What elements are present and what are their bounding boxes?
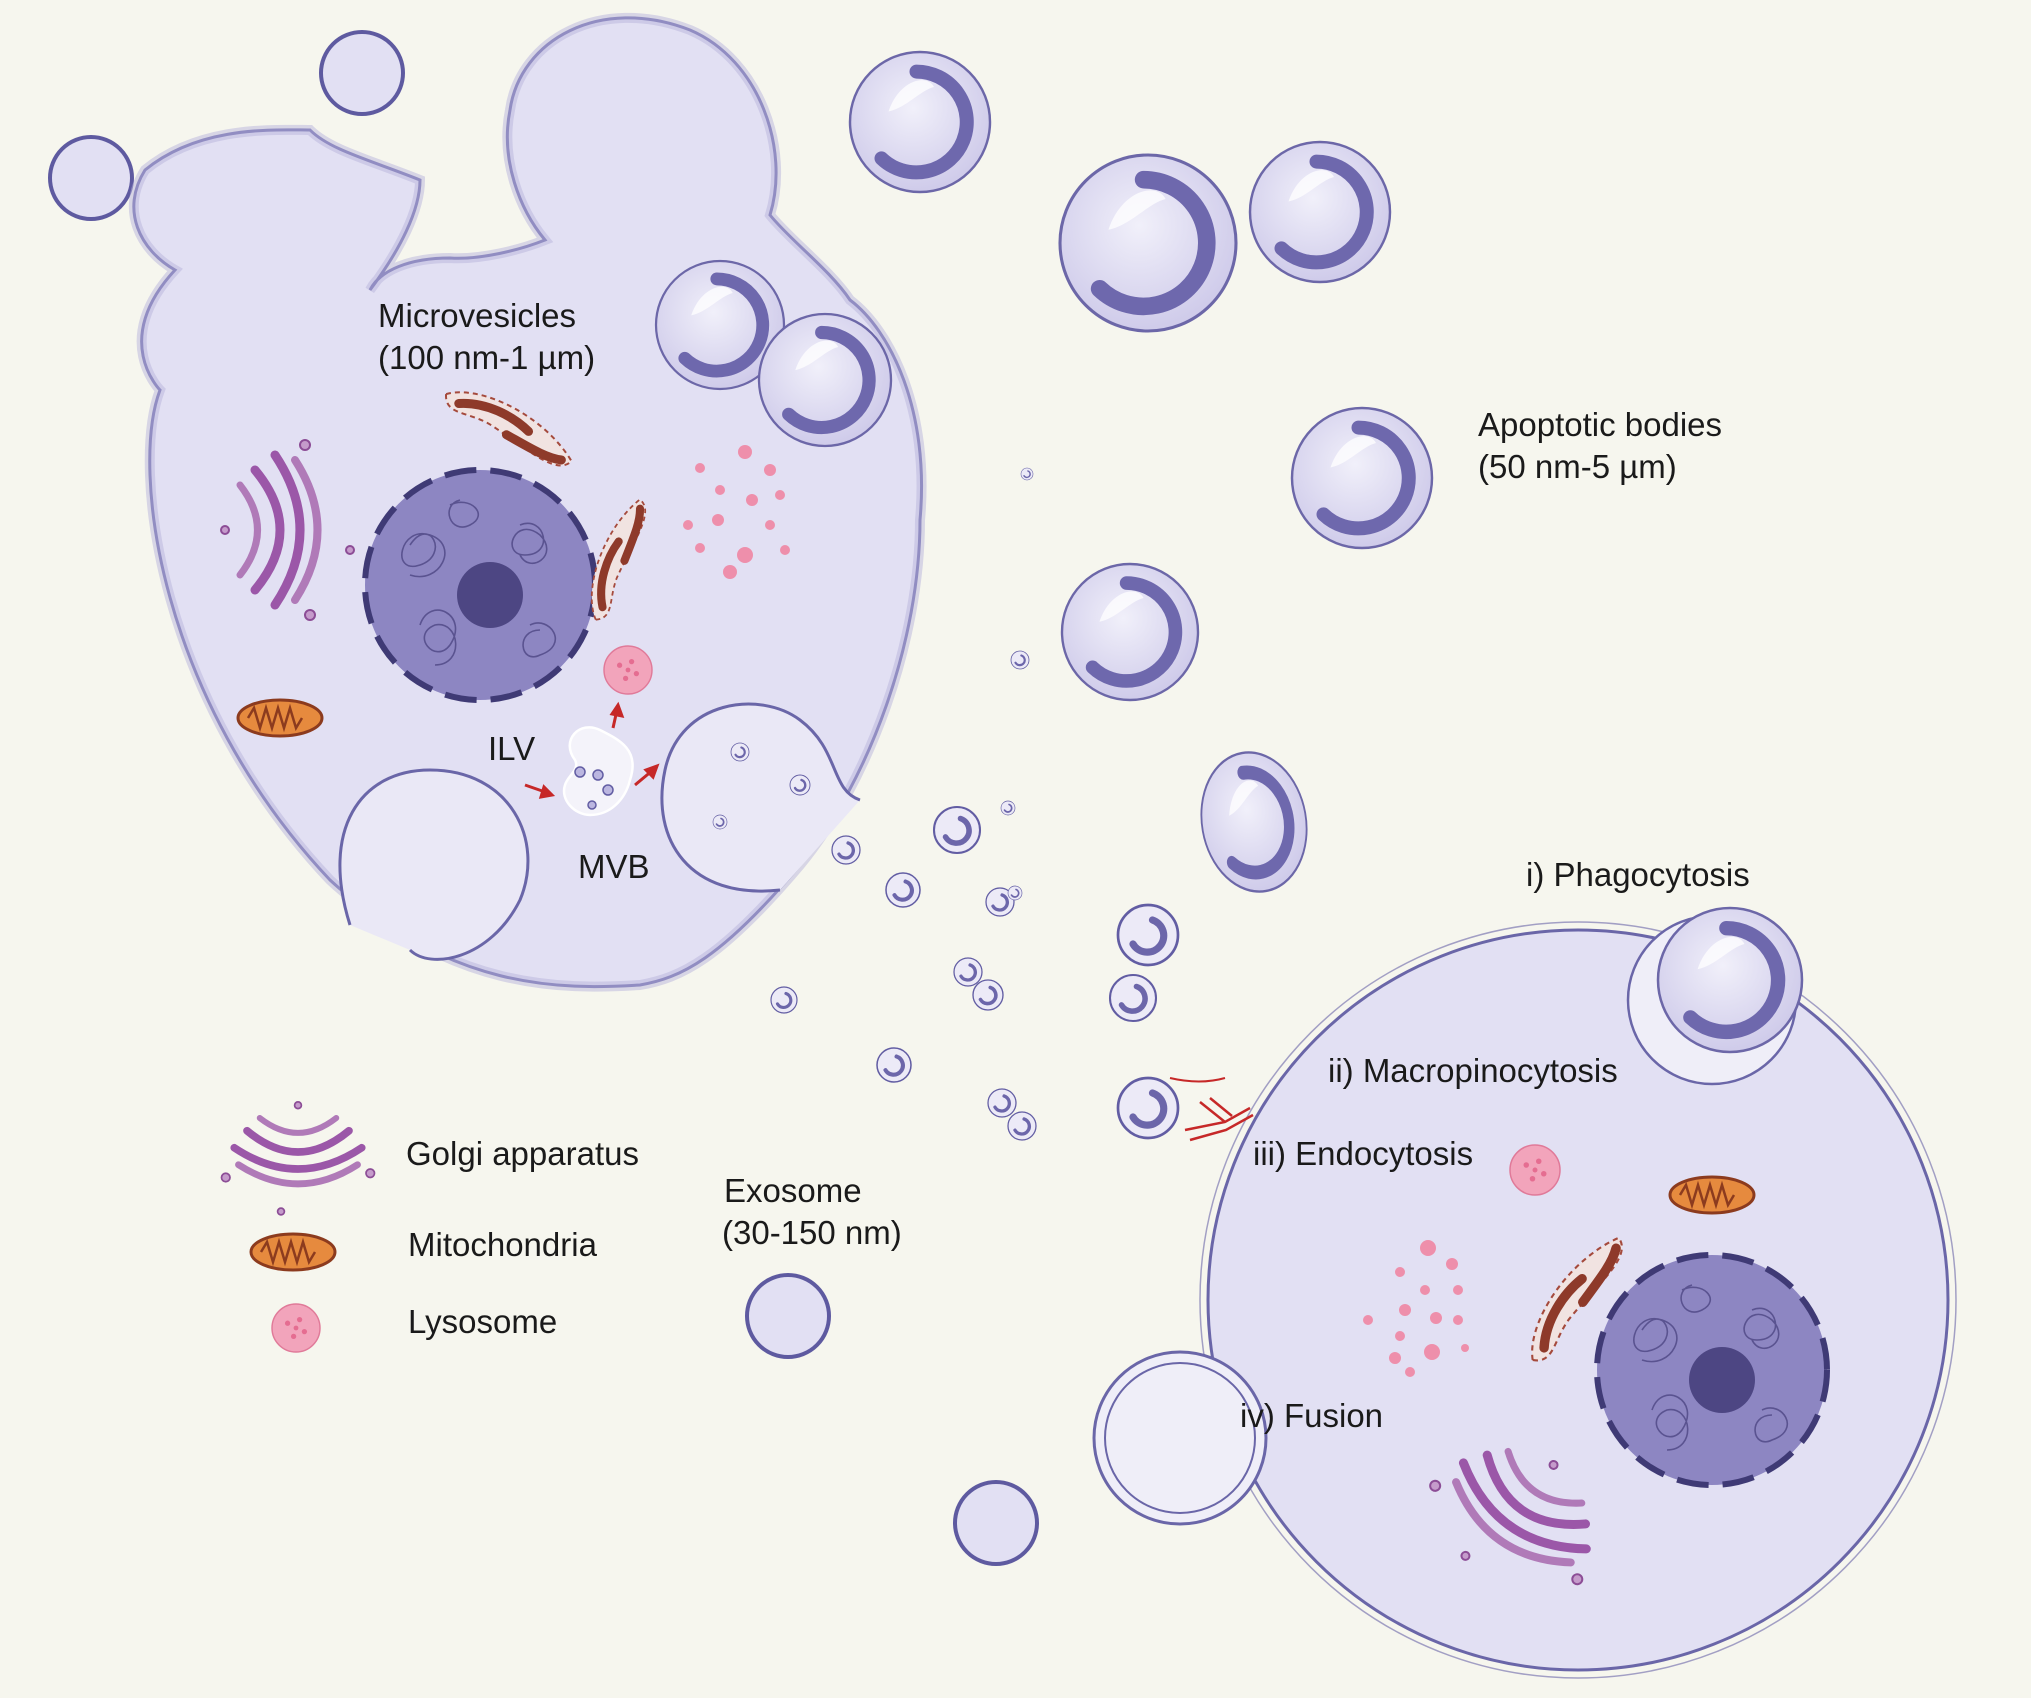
endocytosis-receptor bbox=[1169, 1077, 1254, 1142]
label-fusion: iv) Fusion bbox=[1240, 1397, 1383, 1434]
vesicle bbox=[319, 30, 405, 116]
vesicle bbox=[953, 1480, 1039, 1566]
label-phagocytosis: i) Phagocytosis bbox=[1526, 856, 1750, 893]
apoptotic-body bbox=[1191, 744, 1318, 900]
label-exosome-size: (30-150 nm) bbox=[722, 1214, 902, 1251]
label-microvesicles-size: (100 nm-1 µm) bbox=[378, 339, 595, 376]
label-mvb: MVB bbox=[578, 848, 650, 885]
label-apoptotic-bodies: Apoptotic bodies bbox=[1478, 406, 1722, 443]
label-endocytosis: iii) Endocytosis bbox=[1253, 1135, 1473, 1172]
apoptotic-body bbox=[1060, 155, 1236, 331]
apoptotic-body bbox=[1062, 564, 1198, 700]
pathway-arrows bbox=[524, 701, 660, 799]
legend-label-golgi: Golgi apparatus bbox=[406, 1135, 639, 1172]
exosome-legend-icon bbox=[745, 1273, 831, 1359]
lysosomal-enzymes bbox=[1363, 1240, 1469, 1377]
legend-label-lysosome: Lysosome bbox=[408, 1303, 557, 1340]
mitochondria-icon bbox=[249, 1232, 337, 1272]
apoptotic-body bbox=[1292, 408, 1432, 548]
label-macropinocytosis: ii) Macropinocytosis bbox=[1328, 1052, 1618, 1089]
lysosome bbox=[604, 646, 652, 694]
lysosomal-enzymes bbox=[683, 445, 790, 579]
label-ilv: ILV bbox=[488, 730, 535, 767]
legend: Golgi apparatus Mitochondria Lysosome bbox=[222, 1102, 639, 1352]
nucleus bbox=[365, 470, 595, 700]
apoptotic-body bbox=[850, 52, 990, 192]
recipient-cell bbox=[1092, 914, 1957, 1679]
lysosome bbox=[1510, 1145, 1560, 1195]
mitochondrion bbox=[236, 698, 324, 738]
multivesicular-body bbox=[562, 726, 634, 817]
legend-label-mitochondria: Mitochondria bbox=[408, 1226, 598, 1263]
label-apoptotic-bodies-size: (50 nm-5 µm) bbox=[1478, 448, 1677, 485]
label-microvesicles: Microvesicles bbox=[378, 297, 576, 334]
lysosome-icon bbox=[272, 1304, 320, 1352]
apoptotic-body bbox=[759, 314, 891, 446]
mitochondrion bbox=[1668, 1175, 1756, 1215]
nucleus bbox=[1597, 1255, 1827, 1485]
apoptotic-body bbox=[1250, 142, 1390, 282]
phagocytosed-apoptotic-body bbox=[1658, 908, 1802, 1052]
label-exosome: Exosome bbox=[724, 1172, 862, 1209]
golgi-icon bbox=[222, 1102, 375, 1215]
vesicle bbox=[48, 135, 134, 221]
